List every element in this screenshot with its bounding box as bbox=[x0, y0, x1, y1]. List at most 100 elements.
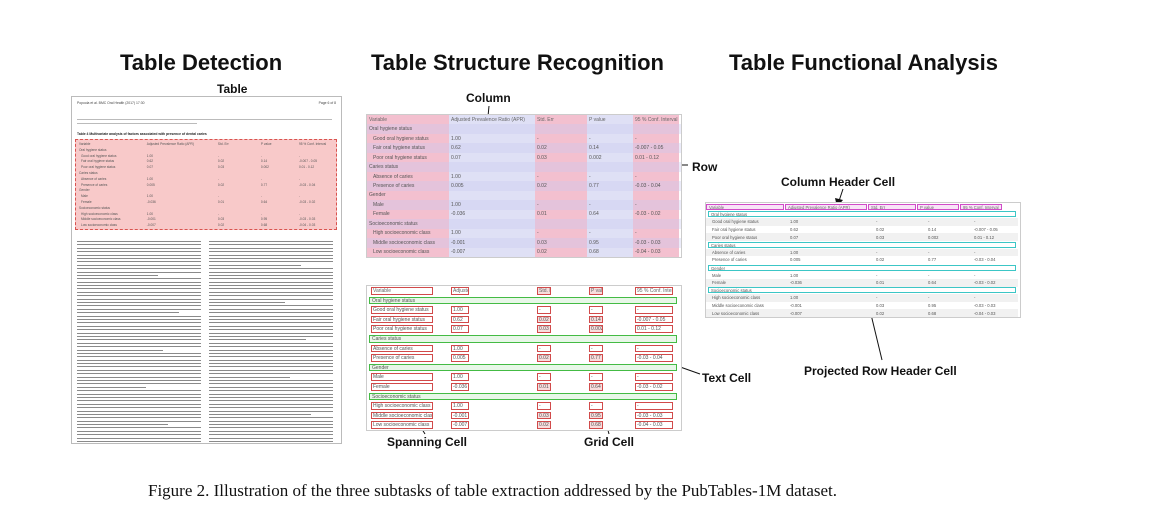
body-text-line bbox=[209, 396, 333, 398]
table-cell: 1.00 bbox=[790, 272, 799, 278]
text-cell: 0.77 bbox=[589, 354, 603, 362]
body-text-line bbox=[77, 315, 201, 317]
table-cell: 0.02 bbox=[537, 182, 547, 189]
body-text-line bbox=[77, 308, 201, 310]
body-text-line bbox=[77, 369, 201, 371]
body-text-line bbox=[77, 241, 201, 242]
table-cell: 0.02 bbox=[537, 249, 547, 256]
body-text-column-left bbox=[77, 241, 201, 443]
table-cell: 0.62 bbox=[451, 145, 461, 152]
table-cell: Presence of caries bbox=[373, 182, 415, 189]
text-cell: Fair oral hygiene status bbox=[371, 315, 433, 324]
heading-table-structure-recognition: Table Structure Recognition bbox=[371, 50, 664, 75]
grid-cell: Low socioeconomic class bbox=[367, 420, 449, 430]
body-text-line bbox=[77, 407, 201, 409]
grid-cell: - bbox=[633, 372, 679, 382]
grid-cell: - bbox=[535, 372, 587, 382]
mini-table-cell: - bbox=[260, 194, 262, 199]
mini-table-cell: -0.036 bbox=[146, 200, 156, 204]
body-text-line bbox=[77, 335, 201, 337]
label-projected-row-header-cell: Projected Row Header Cell bbox=[804, 364, 957, 378]
mini-table-cell: - bbox=[298, 211, 300, 216]
table-cell: Low socioeconomic class bbox=[712, 310, 760, 316]
spanning-cell: Gender bbox=[369, 363, 677, 372]
body-text-line bbox=[77, 420, 201, 422]
grid-cell: Presence of caries bbox=[367, 353, 449, 363]
body-text-line bbox=[209, 393, 333, 395]
mini-table-cell: 0.62 bbox=[146, 159, 154, 164]
table-cell: Male bbox=[712, 272, 722, 278]
body-text-column-right bbox=[209, 241, 333, 443]
body-text-line bbox=[209, 318, 333, 320]
grid-cell: -0.007 - 0.05 bbox=[633, 315, 679, 325]
table-cell: 1.00 bbox=[451, 201, 461, 208]
spanning-cell: Socioeconomic status bbox=[369, 392, 677, 401]
text-cell: - bbox=[589, 402, 603, 410]
table-cell: 0.95 bbox=[928, 303, 937, 309]
column-band bbox=[587, 115, 633, 257]
body-text-line bbox=[209, 427, 333, 429]
text-cell: -0.007 bbox=[451, 421, 469, 429]
body-text-line bbox=[77, 413, 201, 415]
projected-row-header: Socioeconomic status bbox=[706, 287, 1018, 295]
projected-row-header: Gender bbox=[706, 264, 1018, 272]
grid-cell: Std. Err bbox=[535, 286, 587, 296]
row-band bbox=[367, 162, 681, 172]
body-text-line bbox=[77, 302, 201, 304]
mini-table-cell: 0.02 bbox=[217, 223, 225, 228]
table-cell: 0.03 bbox=[537, 154, 547, 161]
spanning-cell-row: Oral hygiene status bbox=[367, 296, 679, 306]
table-cell: Socioeconomic status bbox=[369, 220, 418, 227]
grid-cell: -0.03 - 0.02 bbox=[633, 382, 679, 392]
column-header-cell: 95 % Conf. Interval bbox=[960, 203, 1002, 210]
body-text-line bbox=[77, 359, 201, 361]
projected-row-header: Caries status bbox=[706, 241, 1018, 249]
table-cell: 0.03 bbox=[876, 303, 885, 309]
body-text-line bbox=[77, 288, 201, 290]
text-cell: - bbox=[537, 373, 551, 381]
mini-table-cell: 0.07 bbox=[146, 165, 154, 170]
table-cell: Poor oral hygiene status bbox=[712, 234, 758, 240]
grid-cell: - bbox=[633, 344, 679, 354]
table-cell: Absence of caries bbox=[373, 173, 413, 180]
text-cell: 1.00 bbox=[451, 402, 469, 410]
row-band bbox=[367, 219, 681, 229]
column-header-cell: Adjusted Prevalence Ratio (APR) bbox=[785, 203, 867, 210]
table-cell: - bbox=[589, 173, 591, 180]
text-cell: 1.00 bbox=[451, 373, 469, 381]
body-text-line bbox=[77, 400, 201, 402]
table-cell: 0.01 bbox=[537, 211, 547, 218]
mini-table-cell: 0.005 bbox=[146, 182, 155, 187]
grid-cell: 1.00 bbox=[449, 305, 535, 315]
table-cell: Female bbox=[373, 211, 390, 218]
table-cell: 1.00 bbox=[790, 219, 799, 225]
table-cell: 1.00 bbox=[790, 249, 799, 255]
mini-table-cell: - bbox=[260, 176, 262, 181]
projected-row-header-cell: Oral hygiene status bbox=[708, 211, 1016, 218]
mini-table-cell: Male bbox=[81, 194, 88, 199]
body-text-line bbox=[209, 288, 333, 290]
table-cell: - bbox=[928, 295, 930, 301]
text-cell: - bbox=[589, 373, 603, 381]
mini-table-cell: - bbox=[260, 211, 262, 216]
row-band bbox=[367, 124, 681, 134]
body-text-line bbox=[209, 410, 333, 412]
grid-cell: - bbox=[535, 305, 587, 315]
table-cell: - bbox=[537, 201, 539, 208]
body-text-line bbox=[209, 312, 333, 314]
table-cell: Std. Err bbox=[537, 116, 554, 123]
grid-cell: -0.007 bbox=[449, 420, 535, 430]
table-cell: 0.005 bbox=[451, 182, 464, 189]
